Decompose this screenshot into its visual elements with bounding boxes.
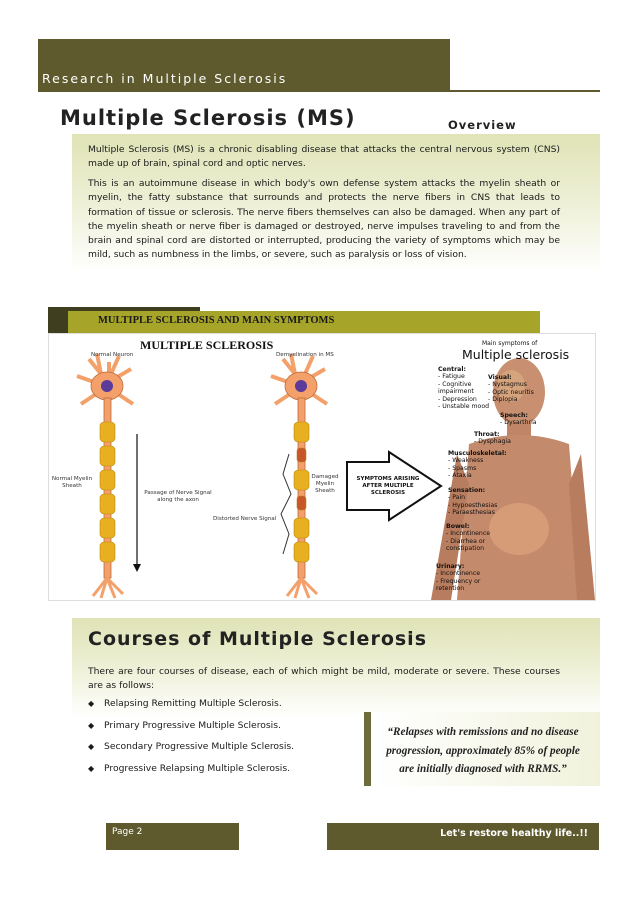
- diamond-bullet-icon: ◆: [88, 764, 95, 773]
- ms-figure: [48, 333, 596, 601]
- damaged-myelin-label: Damaged Myelin Sheath: [311, 474, 339, 494]
- overview-panel: [72, 134, 600, 274]
- diamond-bullet-icon: ◆: [88, 742, 95, 751]
- courses-panel: [72, 618, 600, 718]
- courses-intro: There are four courses of disease, each …: [88, 666, 560, 692]
- running-header: Research in Multiple Sclerosis: [42, 71, 288, 86]
- footer-right-bar: [327, 823, 599, 850]
- figure-title-bar: [68, 311, 540, 333]
- normal-neuron-label: Normal Neuron: [91, 352, 134, 358]
- passage-label: Passage of Nerve Signal along the axon: [144, 490, 212, 503]
- urinary-symptoms: Urinary: - Incontinence - Frequency or r…: [436, 563, 481, 593]
- overview-paragraph: Multiple Sclerosis (MS) is a chronic dis…: [88, 144, 560, 170]
- overview-paragraph: This is an autoimmune disease in which b…: [88, 178, 560, 261]
- bowel-symptoms: Bowel: - Incontinence - Diarrhea or cons…: [446, 523, 491, 553]
- symptoms-title: Multiple sclerosis: [462, 347, 570, 362]
- footer-slogan: Let's restore healthy life..!!: [440, 828, 588, 839]
- human-body-icon: [431, 358, 595, 600]
- arrow-label: SYMPTOMS ARISING AFTER MULTIPLE SCLEROSI…: [356, 476, 420, 496]
- throat-symptoms: Throat: - Dysphagia: [474, 431, 511, 446]
- header-bar: [38, 39, 450, 91]
- courses-title: Courses of Multiple Sclerosis: [88, 628, 428, 650]
- list-item: ◆Progressive Relapsing Multiple Sclerosi…: [88, 763, 291, 774]
- footer-left-bar: [106, 823, 239, 850]
- pull-quote: “Relapses with remissions and no disease…: [386, 726, 580, 775]
- page-number: Page 2: [112, 827, 143, 837]
- overview-label: Overview: [448, 118, 517, 132]
- quote-accent: [364, 712, 371, 786]
- diamond-bullet-icon: ◆: [88, 721, 95, 730]
- normal-myelin-label: Normal Myelin Sheath: [51, 476, 93, 489]
- visual-symptoms: Visual: - Nystagmus - Optic neuritis - D…: [488, 374, 534, 404]
- arrow-icon: [346, 450, 443, 522]
- figure-title: MULTIPLE SCLEROSIS AND MAIN SYMPTOMS: [98, 315, 335, 326]
- musculoskeletal-symptoms: Musculoskeletal: - Weakness - Spasms - A…: [448, 450, 507, 480]
- symptoms-subtitle: Main symptoms of: [482, 340, 538, 347]
- diamond-bullet-icon: ◆: [88, 699, 95, 708]
- diagram-title: MULTIPLE SCLEROSIS: [140, 338, 274, 352]
- sensation-symptoms: Sensation: - Pain - Hypoesthesias - Para…: [448, 487, 498, 517]
- header-rule: [38, 90, 600, 92]
- list-item: ◆Relapsing Remitting Multiple Sclerosis.: [88, 698, 282, 709]
- central-symptoms: Central: - Fatigue - Cognitive impairmen…: [438, 366, 490, 411]
- quote-box: [372, 712, 600, 786]
- demyelination-label: Demyelination in MS: [276, 352, 334, 358]
- list-item: ◆Secondary Progressive Multiple Sclerosi…: [88, 741, 295, 752]
- distorted-signal-label: Distorted Nerve Signal: [213, 516, 277, 522]
- speech-symptoms: Speech: - Dysarthria: [500, 412, 537, 427]
- section-title: Multiple Sclerosis (MS): [60, 106, 356, 130]
- myelin-sheath: [99, 421, 116, 563]
- list-item: ◆Primary Progressive Multiple Sclerosis.: [88, 720, 281, 731]
- neuron-diagram: [76, 353, 595, 600]
